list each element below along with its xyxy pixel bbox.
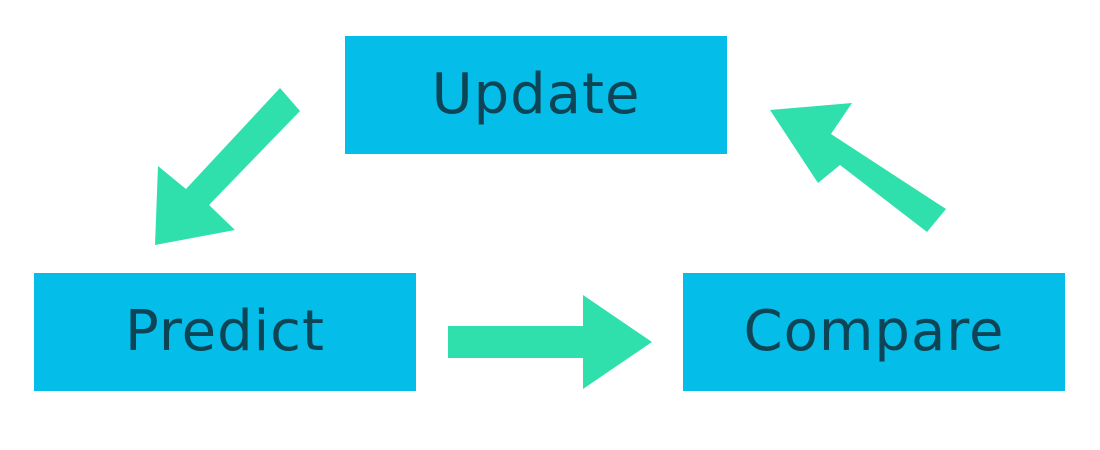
arrow-compare-to-update bbox=[770, 103, 946, 232]
node-update-label: Update bbox=[431, 62, 641, 127]
node-predict-label: Predict bbox=[125, 299, 325, 364]
node-compare-label: Compare bbox=[743, 299, 1005, 364]
node-compare: Compare bbox=[683, 273, 1065, 391]
node-predict: Predict bbox=[34, 273, 416, 391]
arrow-predict-to-compare bbox=[448, 295, 652, 389]
node-update: Update bbox=[345, 36, 727, 154]
arrow-update-to-predict bbox=[155, 88, 300, 245]
